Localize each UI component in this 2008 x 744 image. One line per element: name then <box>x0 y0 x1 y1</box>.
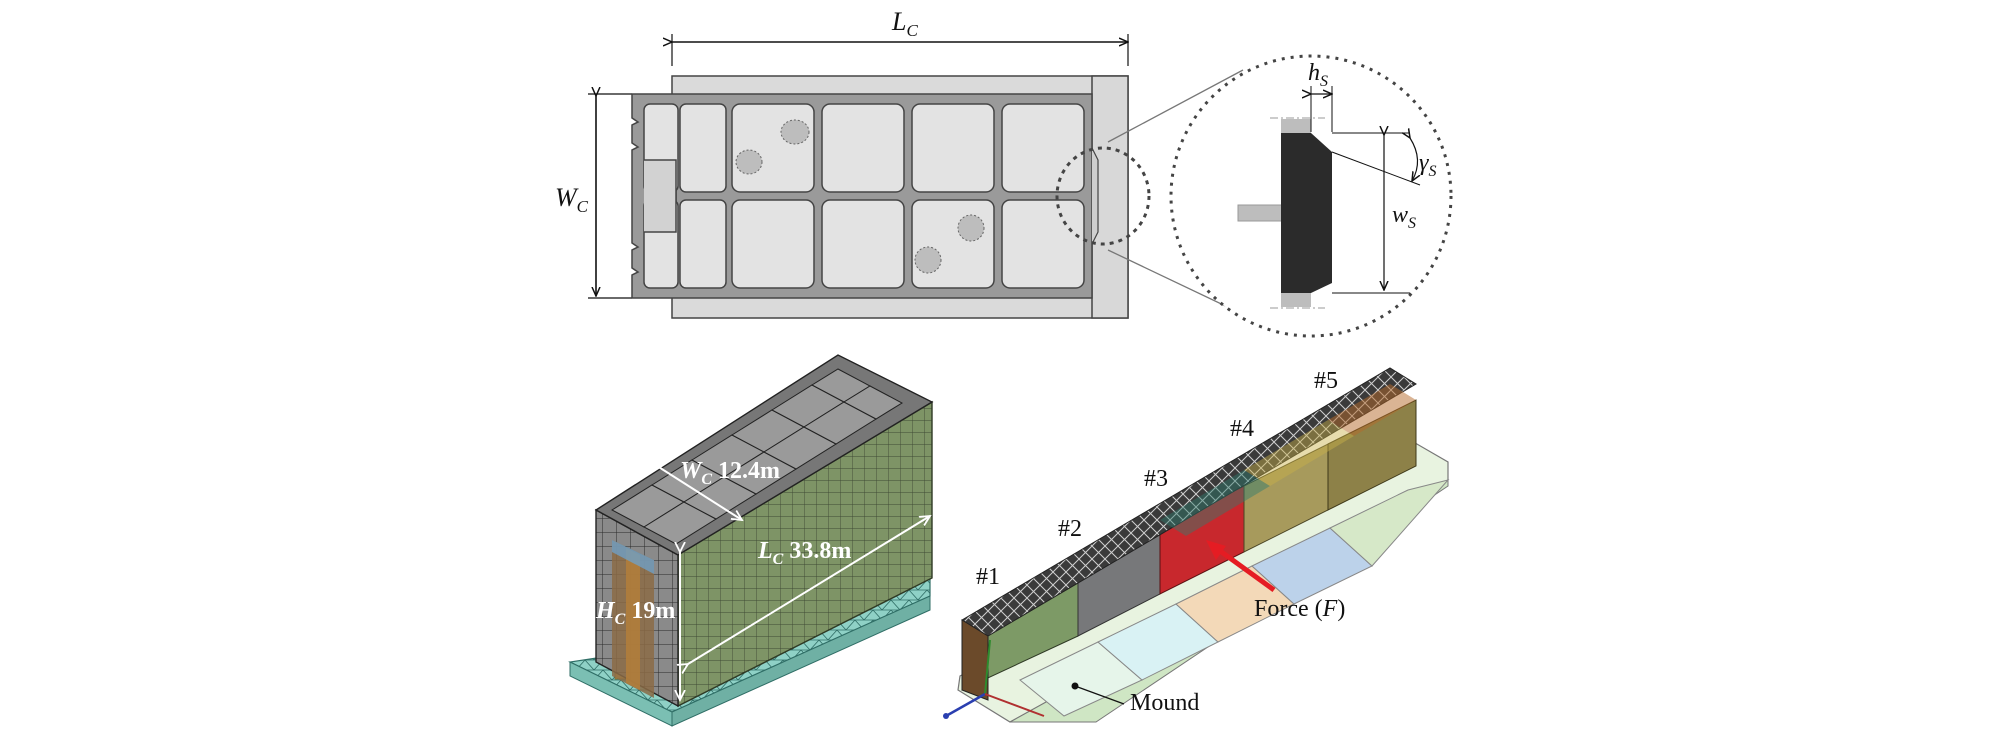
plan-width-label: WC <box>555 183 589 216</box>
caisson-length-arrow <box>688 516 930 664</box>
plan-length-label: LC <box>891 7 918 40</box>
mound-label: Mound <box>1130 690 1199 716</box>
caisson-label-2: #2 <box>1058 516 1082 542</box>
caisson-label-4: #4 <box>1230 416 1254 442</box>
shear-key-block <box>1281 133 1332 293</box>
axis-triad-icon <box>943 639 1045 719</box>
caisson-height-label: HC 19m <box>595 598 675 628</box>
caisson-length-label: LC 33.8m <box>757 538 851 568</box>
caisson-3d-model: WC 12.4m LC 33.8m HC 19m <box>568 354 934 727</box>
joint-detail: hS wS γS <box>1169 54 1453 338</box>
breakwater-model: #1 #2 #3 #4 #5 Force (F) Mound <box>943 367 1450 723</box>
caisson-label-1: #1 <box>976 564 1000 590</box>
detail-height-label: hS <box>1308 60 1328 90</box>
caisson-label-5: #5 <box>1314 368 1338 394</box>
gravel-fill-icon <box>735 119 985 274</box>
detail-width-label: wS <box>1392 202 1416 232</box>
caisson-width-arrow <box>654 464 742 520</box>
plan-view: LC WC <box>555 7 1256 321</box>
force-label: Force (F) <box>1254 596 1345 622</box>
detail-angle-label: γS <box>1419 150 1436 180</box>
caisson-width-label: WC 12.4m <box>680 458 780 488</box>
force-arrow <box>1214 545 1276 593</box>
caisson-label-3: #3 <box>1144 466 1168 492</box>
detail-callout-circle <box>1055 146 1151 246</box>
